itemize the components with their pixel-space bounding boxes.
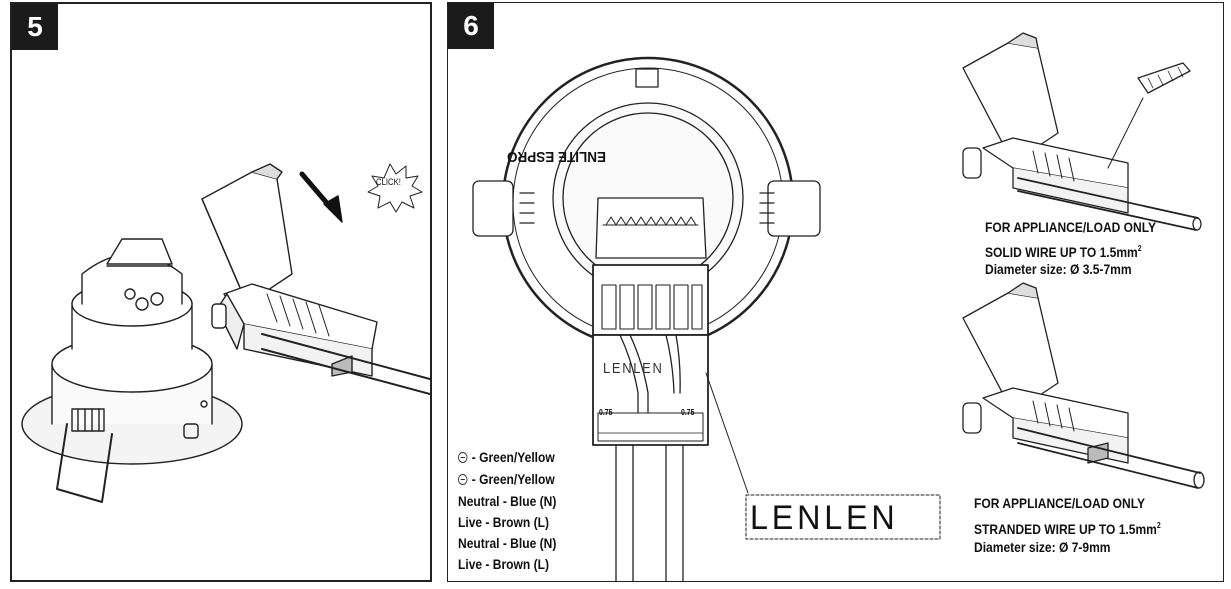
push-arrow-icon (299, 171, 343, 223)
step-6-panel: 6 (447, 2, 1224, 582)
terminal-marking-enlarged (745, 494, 941, 540)
legend-item-neutral-1: Neutral - Blue (N) (458, 493, 557, 509)
connector-solid-wire (962, 32, 1202, 231)
legend-item-earth-1: - Green/Yellow (458, 447, 555, 468)
enlarged-marking-text: LENLEN (750, 499, 899, 537)
legend-item-live-2: Live - Brown (L) (458, 556, 549, 572)
legend-item-neutral-2: Neutral - Blue (N) (458, 535, 557, 551)
stranded-line-2: STRANDED WIRE UP TO 1.5mm2 (974, 521, 1161, 537)
connector-block (201, 163, 430, 395)
downlight-body (21, 238, 243, 503)
step-number-5: 5 (12, 4, 58, 50)
legend-item-earth-2: - Green/Yellow (458, 469, 555, 490)
click-burst-icon (367, 163, 423, 213)
solid-line-3: Diameter size: Ø 3.5-7mm (985, 261, 1132, 277)
click-label: CLICK! (376, 177, 401, 187)
size-label-left: 0.75 (599, 408, 613, 417)
earth-icon (458, 474, 468, 485)
brand-text: ENLITE ESPRO (506, 148, 606, 165)
step-6-illustration (472, 32, 1205, 581)
step-number-6: 6 (448, 3, 494, 49)
terminal-marking: LENLEN (603, 360, 664, 377)
stranded-line-3: Diameter size: Ø 7-9mm (974, 539, 1111, 555)
legend-item-live-1: Live - Brown (L) (458, 514, 549, 530)
stranded-line-1: FOR APPLIANCE/LOAD ONLY (974, 495, 1146, 511)
solid-line-2: SOLID WIRE UP TO 1.5mm2 (985, 244, 1142, 260)
earth-icon (458, 452, 468, 463)
step-5-panel: 5 (10, 2, 432, 582)
solid-line-1: FOR APPLIANCE/LOAD ONLY (985, 219, 1157, 235)
step-5-illustration (21, 163, 430, 503)
downlight-top-view (472, 56, 821, 581)
connector-stranded-wire (962, 282, 1205, 489)
size-label-right: 0.75 (681, 408, 695, 417)
